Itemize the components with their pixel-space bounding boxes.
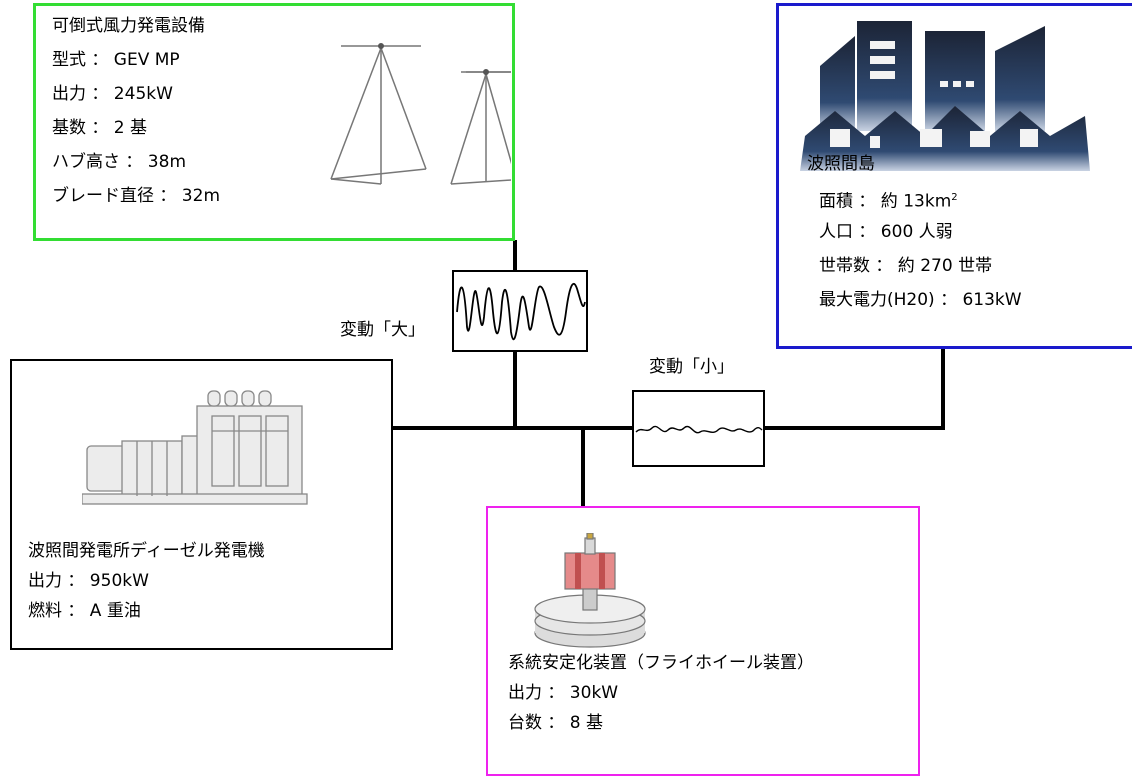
island-population: 人口 ： 600 人弱 xyxy=(819,222,953,242)
line-wave-down xyxy=(513,351,517,429)
diesel-generator-icon xyxy=(82,390,308,505)
wind-title: 可倒式風力発電設備 xyxy=(52,16,205,36)
flywheel-title: 系統安定化装置（フライホイール装置） xyxy=(508,653,814,673)
wind-count: 基数 ： 2 基 xyxy=(52,118,148,138)
diesel-fuel: 燃料 ： A 重油 xyxy=(28,601,141,621)
small-wave-icon xyxy=(635,425,763,434)
diesel-box: 波照間発電所ディーゼル発電機 出力 ： 950kW 燃料 ： A 重油 xyxy=(10,359,393,650)
wind-model: 型式 ： GEV MP xyxy=(52,50,180,70)
flywheel-count: 台数 ： 8 基 xyxy=(508,713,604,733)
island-households: 世帯数 ： 約 270 世帯 xyxy=(819,256,993,276)
city-icon xyxy=(800,21,1090,171)
island-area-sup: 2 xyxy=(951,192,958,203)
line-wind-down xyxy=(513,240,517,272)
diesel-title: 波照間発電所ディーゼル発電機 xyxy=(28,541,265,561)
wind-hub-height: ハブ高さ ： 38m xyxy=(52,152,186,172)
wind-output: 出力 ： 245kW xyxy=(52,84,173,104)
island-title: 波照間島 xyxy=(807,154,875,174)
wind-power-box: 可倒式風力発電設備 型式 ： GEV MP 出力 ： 245kW 基数 ： 2 … xyxy=(33,3,515,241)
island-box: 波照間島 面積 ： 約 13km2 人口 ： 600 人弱 世帯数 ： 約 27… xyxy=(776,3,1132,349)
wind-blade-diameter: ブレード直径 ： 32m xyxy=(52,186,220,206)
wind-turbine-icon xyxy=(330,43,511,185)
flywheel-output: 出力 ： 30kW xyxy=(508,683,619,703)
island-area-text: 面積 ： 約 13km xyxy=(819,191,952,212)
large-wave-icon xyxy=(456,282,586,341)
fluctuation-small-label: 変動「小」 xyxy=(649,357,734,377)
fluctuation-large-box xyxy=(452,270,588,352)
line-flywheel-down xyxy=(581,428,585,507)
line-island-down xyxy=(941,349,945,430)
flywheel-icon xyxy=(534,533,646,648)
flywheel-box: 系統安定化装置（フライホイール装置） 出力 ： 30kW 台数 ： 8 基 xyxy=(486,506,920,776)
fluctuation-small-box xyxy=(632,390,765,467)
fluctuation-large-label: 変動「大」 xyxy=(340,320,425,340)
diesel-output: 出力 ： 950kW xyxy=(28,571,149,591)
island-max-power: 最大電力(H20) ： 613kW xyxy=(819,290,1022,310)
island-area: 面積 ： 約 13km2 xyxy=(819,186,958,214)
